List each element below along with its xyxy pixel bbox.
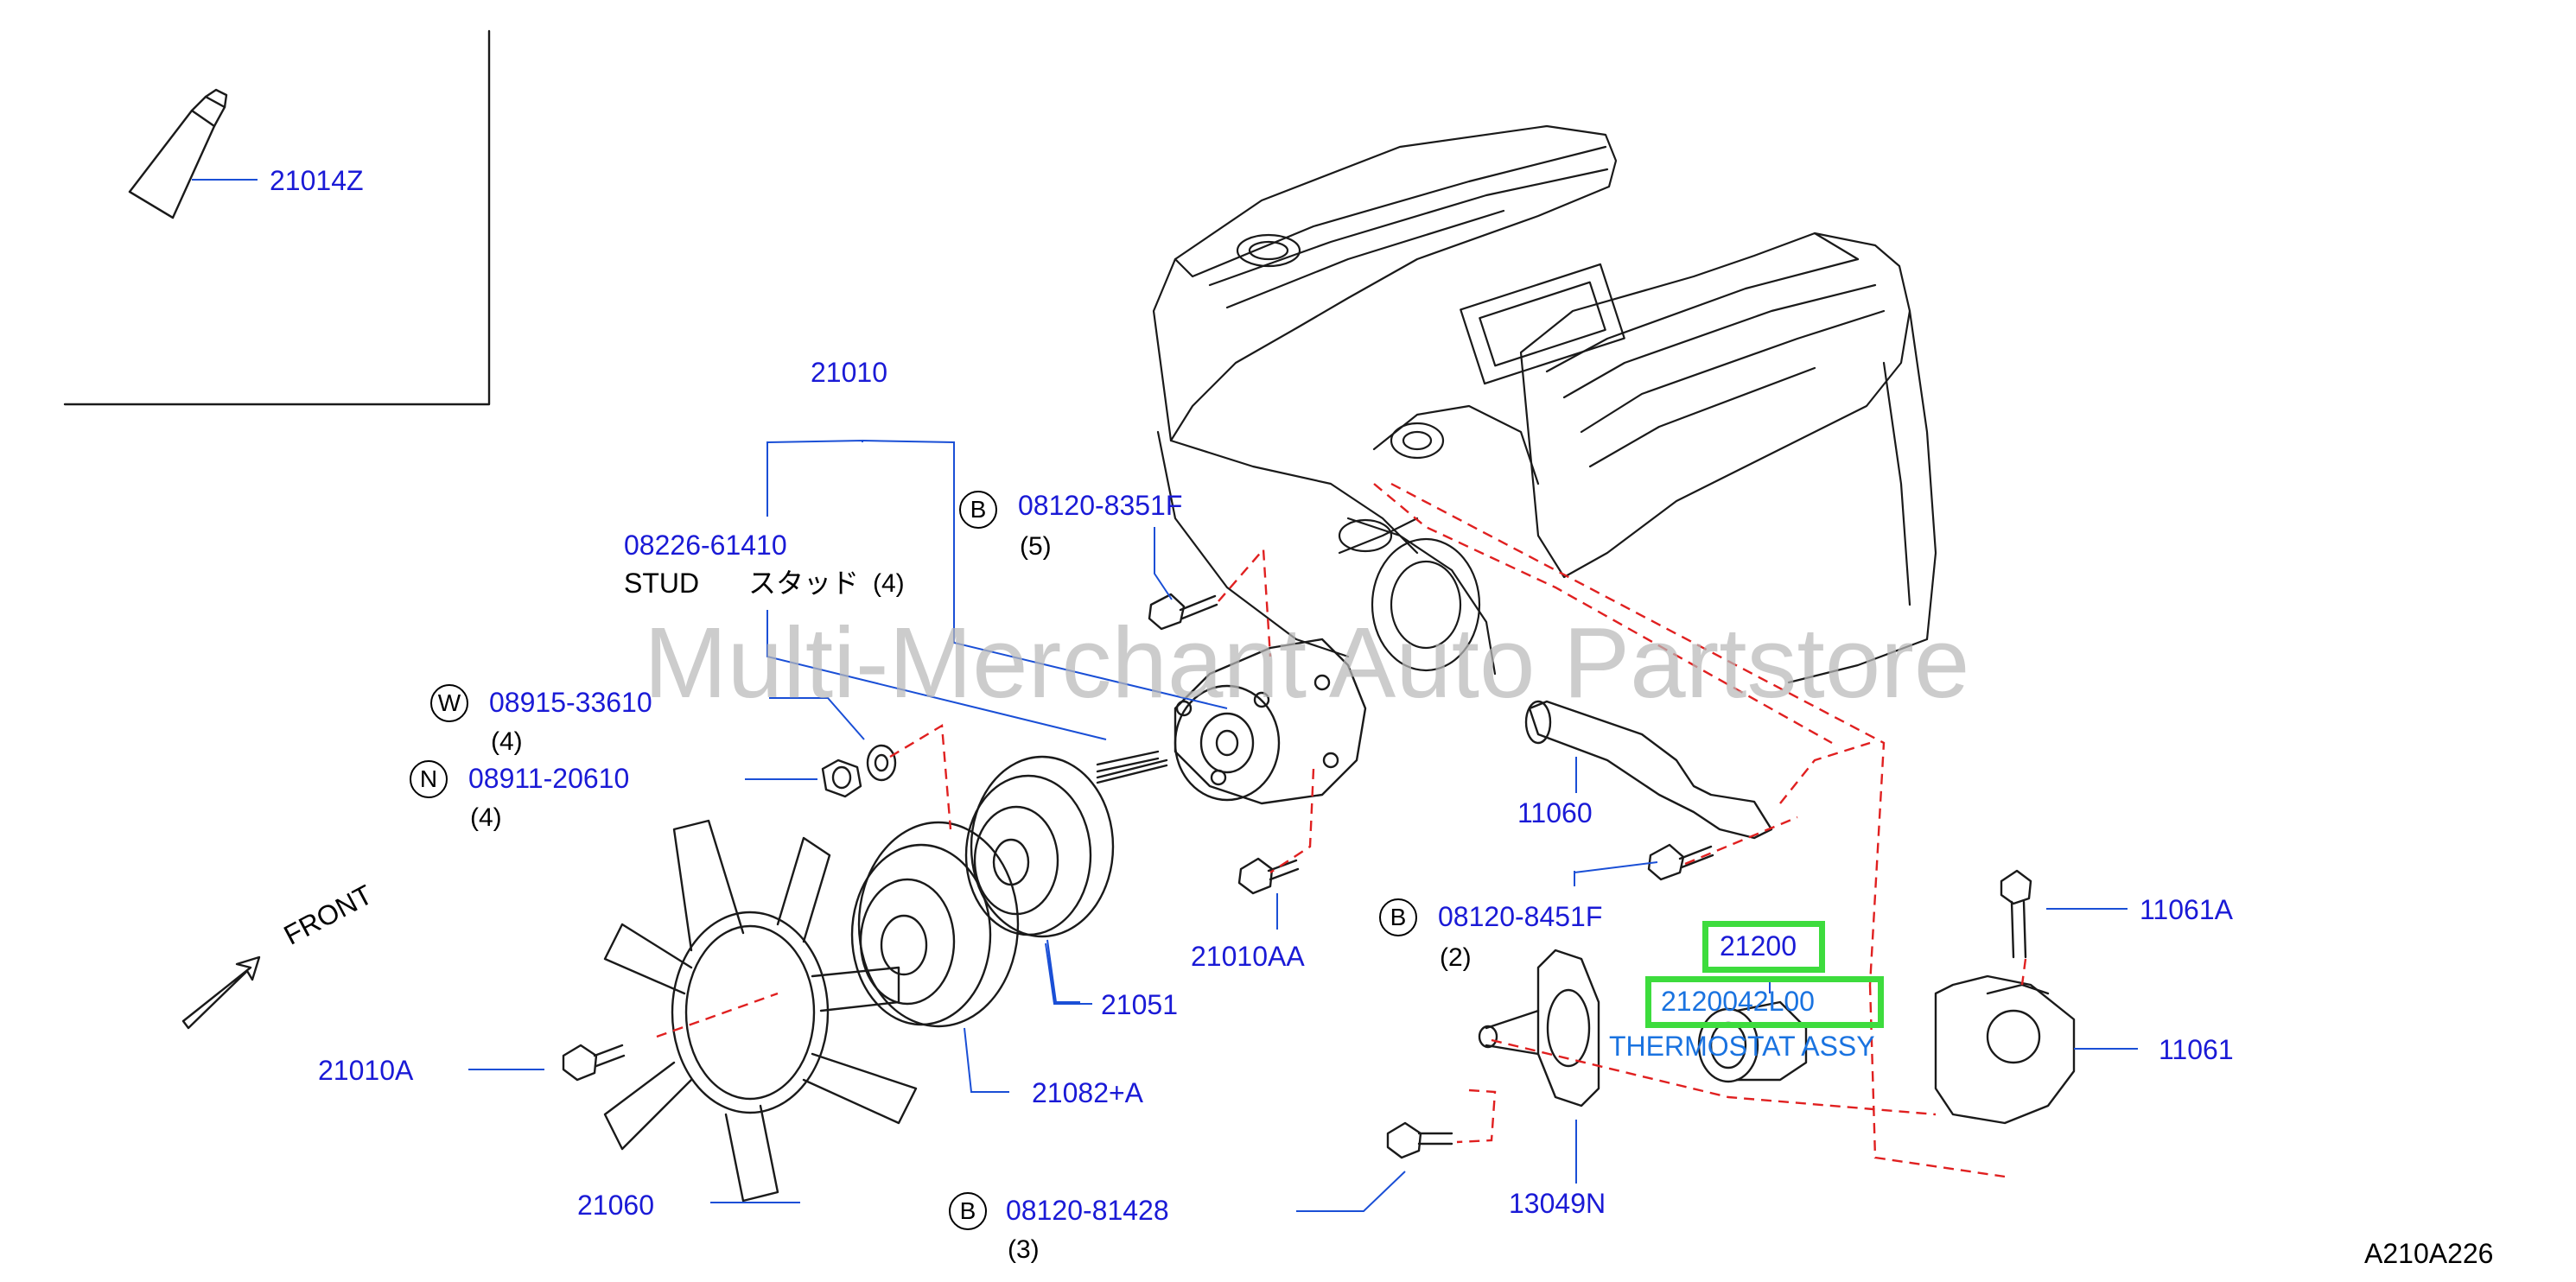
thermostat-assy-link[interactable]: THERMOSTAT ASSY: [1609, 1031, 1875, 1062]
bolt-08120-8351F-drawing: [1148, 593, 1218, 631]
part-2120042L00-link[interactable]: 2120042L00: [1661, 986, 1815, 1017]
fan-21060-drawing: [603, 819, 918, 1203]
inset-frame: [63, 29, 491, 406]
qty-08120-8351F: (5): [1020, 532, 1052, 561]
stud-drawing: [1096, 750, 1160, 773]
part-08226-61410-link[interactable]: 08226-61410: [624, 530, 787, 561]
part-11060-link[interactable]: 11060: [1517, 797, 1593, 828]
qty-08120-8451F: (2): [1440, 943, 1472, 972]
part-11061A-link[interactable]: 11061A: [2140, 894, 2233, 925]
stud-jp-label: スタッド: [748, 568, 860, 599]
sealant-tube-icon: [128, 88, 228, 219]
fan-coupling-drawing: [850, 821, 1020, 1028]
nut-drawing: [821, 758, 862, 798]
part-21010A-link[interactable]: 21010A: [318, 1055, 414, 1086]
part-08915-33610-link[interactable]: 08915-33610: [489, 687, 652, 718]
part-08911-20610-link[interactable]: 08911-20610: [468, 763, 630, 794]
stud-qty: (4): [873, 569, 905, 598]
water-pump-drawing: [1096, 638, 1367, 805]
front-arrow-icon: [181, 955, 261, 1030]
part-21200-link[interactable]: 21200: [1720, 930, 1797, 962]
washer-drawing: [866, 744, 897, 782]
alignment-lines: [656, 482, 2027, 1178]
highlight-2120042L00: [1645, 976, 1884, 1028]
part-21051-link[interactable]: 21051: [1101, 989, 1178, 1020]
qty-08120-81428: (3): [1008, 1235, 1040, 1264]
marker-b-icon-3: B: [949, 1192, 987, 1230]
part-21082A-link[interactable]: 21082+A: [1032, 1077, 1144, 1108]
watermark: Multi-Merchant Auto Partstore: [644, 606, 1970, 719]
part-13049N-link[interactable]: 13049N: [1509, 1188, 1606, 1219]
part-11061-link[interactable]: 11061: [2159, 1034, 2234, 1065]
bolt-21010AA-drawing: [1237, 857, 1300, 895]
water-inlet-drawing: [1934, 974, 2076, 1125]
qty-08911-20610: (4): [470, 803, 502, 832]
thermostat-housing-drawing: [1478, 949, 1600, 1107]
highlight-21200: [1702, 921, 1825, 973]
bolt-08120-81428-drawing: [1386, 1121, 1453, 1159]
bolt-21010A-drawing: [562, 1044, 626, 1082]
leader-lines: [192, 179, 2138, 1212]
marker-n-icon: N: [410, 760, 448, 798]
bolt-08120-8451F-drawing: [1647, 843, 1714, 881]
bolt-11061A-drawing: [2000, 869, 2032, 959]
part-21010-link[interactable]: 21010: [811, 357, 887, 388]
marker-b-icon-2: B: [1379, 898, 1417, 936]
part-21014Z-link[interactable]: 21014Z: [270, 165, 364, 196]
qty-08915-33610: (4): [491, 727, 523, 756]
engine-block-drawing: [1152, 124, 1937, 684]
part-08120-8451F-link[interactable]: 08120-8451F: [1438, 901, 1603, 932]
stud-label: STUD: [624, 568, 700, 599]
part-08120-8351F-link[interactable]: 08120-8351F: [1018, 490, 1183, 521]
water-outlet-11060-drawing: [1524, 700, 1773, 840]
marker-w-icon: W: [430, 684, 468, 722]
part-21010AA-link[interactable]: 21010AA: [1191, 941, 1305, 972]
marker-b-icon: B: [959, 491, 997, 529]
part-21060-link[interactable]: 21060: [577, 1190, 654, 1221]
thermostat-drawing: [1697, 1000, 1808, 1083]
diagram-code: A210A226: [2364, 1238, 2494, 1269]
part-08120-81428-link[interactable]: 08120-81428: [1006, 1195, 1169, 1226]
